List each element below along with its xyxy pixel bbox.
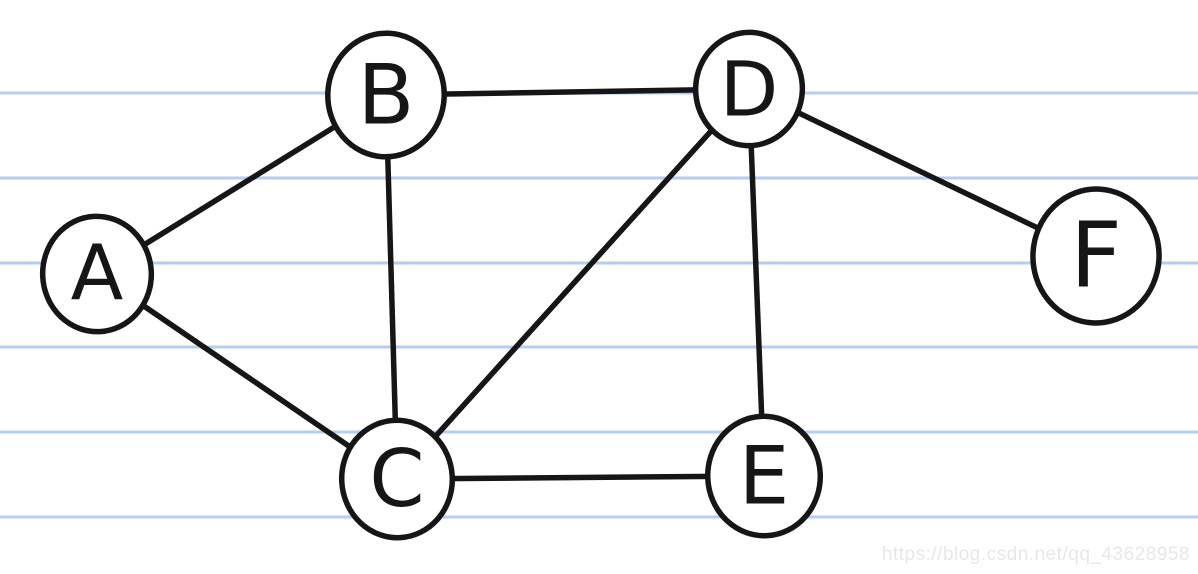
- graph-edges: [94, 86, 1099, 482]
- node-B: B: [325, 30, 447, 160]
- node-circle-A: [39, 213, 155, 335]
- node-circle-B: [325, 30, 447, 160]
- node-E: E: [704, 413, 824, 539]
- node-label-A: A: [71, 230, 124, 319]
- node-label-B: B: [358, 47, 415, 144]
- node-label-D: D: [720, 45, 779, 134]
- graph-nodes: A B C D E F: [39, 29, 1162, 541]
- node-circle-D: [692, 29, 806, 149]
- node-label-F: F: [1070, 204, 1122, 309]
- node-circle-C: [338, 417, 456, 541]
- edge-C-E: [394, 473, 767, 482]
- node-D: D: [692, 29, 806, 149]
- node-label-C: C: [369, 433, 424, 525]
- node-circle-F: [1030, 186, 1162, 326]
- node-C: C: [338, 417, 456, 541]
- node-F: F: [1030, 186, 1162, 326]
- node-circle-E: [704, 413, 824, 539]
- edge-D-E: [746, 86, 767, 479]
- node-A: A: [39, 213, 155, 335]
- edge-C-D: [394, 86, 752, 482]
- node-label-E: E: [739, 430, 790, 523]
- ruled-lines: [0, 91, 1198, 519]
- edge-A-C: [94, 271, 400, 482]
